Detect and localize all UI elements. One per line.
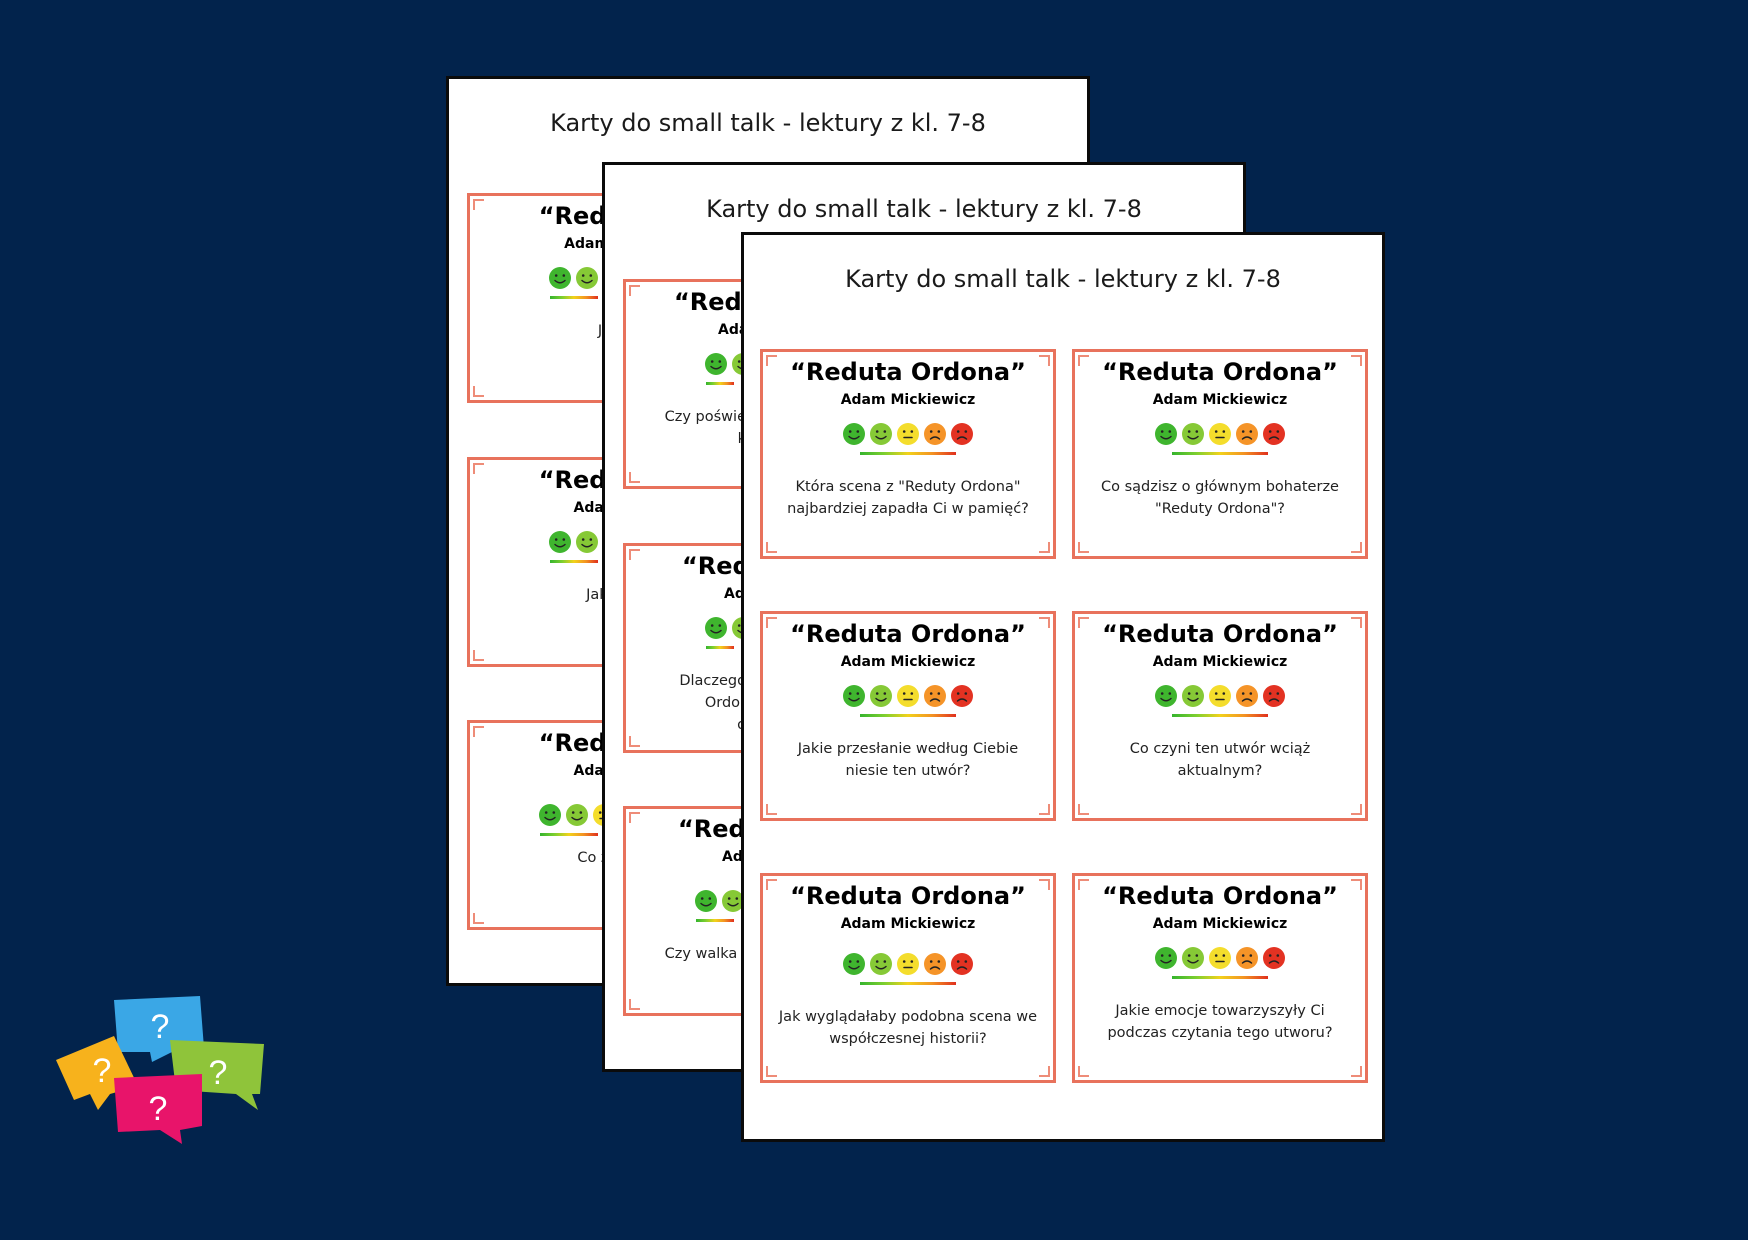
card-author: Adam Mickiewicz <box>840 654 976 670</box>
speech-bubble-icon: ? <box>170 1040 264 1110</box>
very-sad-face-icon <box>951 423 973 445</box>
rating-faces <box>1075 422 1365 448</box>
very-sad-face-icon <box>1263 423 1285 445</box>
happy-face-icon <box>576 267 598 289</box>
rating-scale-bar <box>1172 976 1268 979</box>
sad-face-icon <box>924 685 946 707</box>
sheet-title: Karty do small talk - lektury z kl. 7-8 <box>550 109 986 137</box>
svg-text:?: ? <box>149 1090 168 1128</box>
card-title: “Reduta Ordona” <box>1102 620 1338 648</box>
card-question: Co sądzisz o głównym bohaterze "Reduty O… <box>1101 479 1339 517</box>
card-question: Dlaczego Ordor o <box>679 673 746 733</box>
card-title: “Reduta Ordona” <box>790 358 1026 386</box>
question-speech-bubbles-logo: ? ? ? ? <box>56 996 264 1144</box>
very-happy-face-icon <box>843 953 865 975</box>
question-card: “Reduta Ordona” Adam Mickiewicz Co czyni… <box>1072 611 1368 821</box>
rating-faces <box>1075 946 1365 972</box>
rating-scale-bar <box>696 919 734 922</box>
rating-scale-bar <box>860 714 956 717</box>
very-happy-face-icon <box>539 804 561 826</box>
rating-scale-bar <box>860 982 956 985</box>
very-happy-face-icon <box>705 617 727 639</box>
card-author: Ada <box>718 322 749 338</box>
very-happy-face-icon <box>1155 947 1177 969</box>
sad-face-icon <box>1236 947 1258 969</box>
rating-scale-bar <box>540 833 598 836</box>
svg-text:?: ? <box>209 1054 228 1092</box>
rating-scale-bar <box>706 382 734 385</box>
sad-face-icon <box>1236 685 1258 707</box>
card-author: Adam Mickiewicz <box>840 392 976 408</box>
rating-scale-bar <box>706 646 734 649</box>
happy-face-icon <box>1182 423 1204 445</box>
happy-face-icon <box>1182 947 1204 969</box>
very-happy-face-icon <box>549 531 571 553</box>
neutral-face-icon <box>897 685 919 707</box>
happy-face-icon <box>566 804 588 826</box>
question-card: “Reduta Ordona” Adam Mickiewicz Jakie em… <box>1072 873 1368 1083</box>
question-card: “Reduta Ordona” Adam Mickiewicz Która sc… <box>760 349 1056 559</box>
neutral-face-icon <box>1209 947 1231 969</box>
rating-scale-bar <box>1172 714 1268 717</box>
sad-face-icon <box>1236 423 1258 445</box>
card-author: Adam Mickiewicz <box>840 916 976 932</box>
card-author: Adam Mickiewicz <box>1152 654 1288 670</box>
very-happy-face-icon <box>549 267 571 289</box>
very-happy-face-icon <box>1155 423 1177 445</box>
neutral-face-icon <box>897 953 919 975</box>
question-card: “Reduta Ordona” Adam Mickiewicz Jakie pr… <box>760 611 1056 821</box>
rating-scale-bar <box>550 296 598 299</box>
happy-face-icon <box>1182 685 1204 707</box>
very-happy-face-icon <box>1155 685 1177 707</box>
very-happy-face-icon <box>843 685 865 707</box>
card-title: “Reduta Ordona” <box>1102 882 1338 910</box>
neutral-face-icon <box>1209 685 1231 707</box>
question-card: “Reduta Ordona” Adam Mickiewicz Co sądzi… <box>1072 349 1368 559</box>
very-happy-face-icon <box>705 353 727 375</box>
card-question: Co czyni ten utwór wciąż aktualnym? <box>1129 741 1311 779</box>
card-question: Jakie przesłanie według Ciebie niesie te… <box>797 741 1019 779</box>
very-sad-face-icon <box>1263 685 1285 707</box>
rating-faces <box>1075 684 1365 710</box>
very-sad-face-icon <box>951 953 973 975</box>
card-question: Czy poświe k <box>664 409 746 447</box>
card-author: Adam Mickiewicz <box>1152 392 1288 408</box>
card-question: Jak wyglądałaby podobna scena we współcz… <box>778 1009 1038 1047</box>
card-question: Która scena z "Reduty Ordona" najbardzie… <box>787 479 1029 517</box>
happy-face-icon <box>870 953 892 975</box>
card-title: “Reduta Ordona” <box>1102 358 1338 386</box>
sad-face-icon <box>924 953 946 975</box>
card-author: Adam Mickiewicz <box>1152 916 1288 932</box>
speech-bubble-icon: ? <box>114 1074 202 1144</box>
rating-faces <box>763 952 1053 978</box>
rating-faces <box>763 684 1053 710</box>
rating-scale-bar <box>860 452 956 455</box>
happy-face-icon <box>870 423 892 445</box>
card-title: “Reduta Ordona” <box>790 620 1026 648</box>
very-happy-face-icon <box>843 423 865 445</box>
happy-face-icon <box>870 685 892 707</box>
card-title: “Reduta Ordona” <box>790 882 1026 910</box>
svg-text:?: ? <box>151 1008 170 1046</box>
rating-faces <box>763 422 1053 448</box>
neutral-face-icon <box>1209 423 1231 445</box>
neutral-face-icon <box>897 423 919 445</box>
svg-text:?: ? <box>93 1052 112 1090</box>
question-card: “Reduta Ordona” Adam Mickiewicz Jak wygl… <box>760 873 1056 1083</box>
sheet-title: Karty do small talk - lektury z kl. 7-8 <box>706 195 1142 223</box>
sad-face-icon <box>924 423 946 445</box>
happy-face-icon <box>576 531 598 553</box>
very-sad-face-icon <box>951 685 973 707</box>
happy-face-icon <box>722 890 744 912</box>
worksheet-page-front: Karty do small talk - lektury z kl. 7-8 … <box>741 232 1385 1142</box>
rating-scale-bar <box>550 560 598 563</box>
sheet-title: Karty do small talk - lektury z kl. 7-8 <box>845 265 1281 293</box>
very-sad-face-icon <box>1263 947 1285 969</box>
rating-scale-bar <box>1172 452 1268 455</box>
card-question: Jakie emocje towarzyszyły Ci podczas czy… <box>1107 1003 1333 1041</box>
very-happy-face-icon <box>695 890 717 912</box>
